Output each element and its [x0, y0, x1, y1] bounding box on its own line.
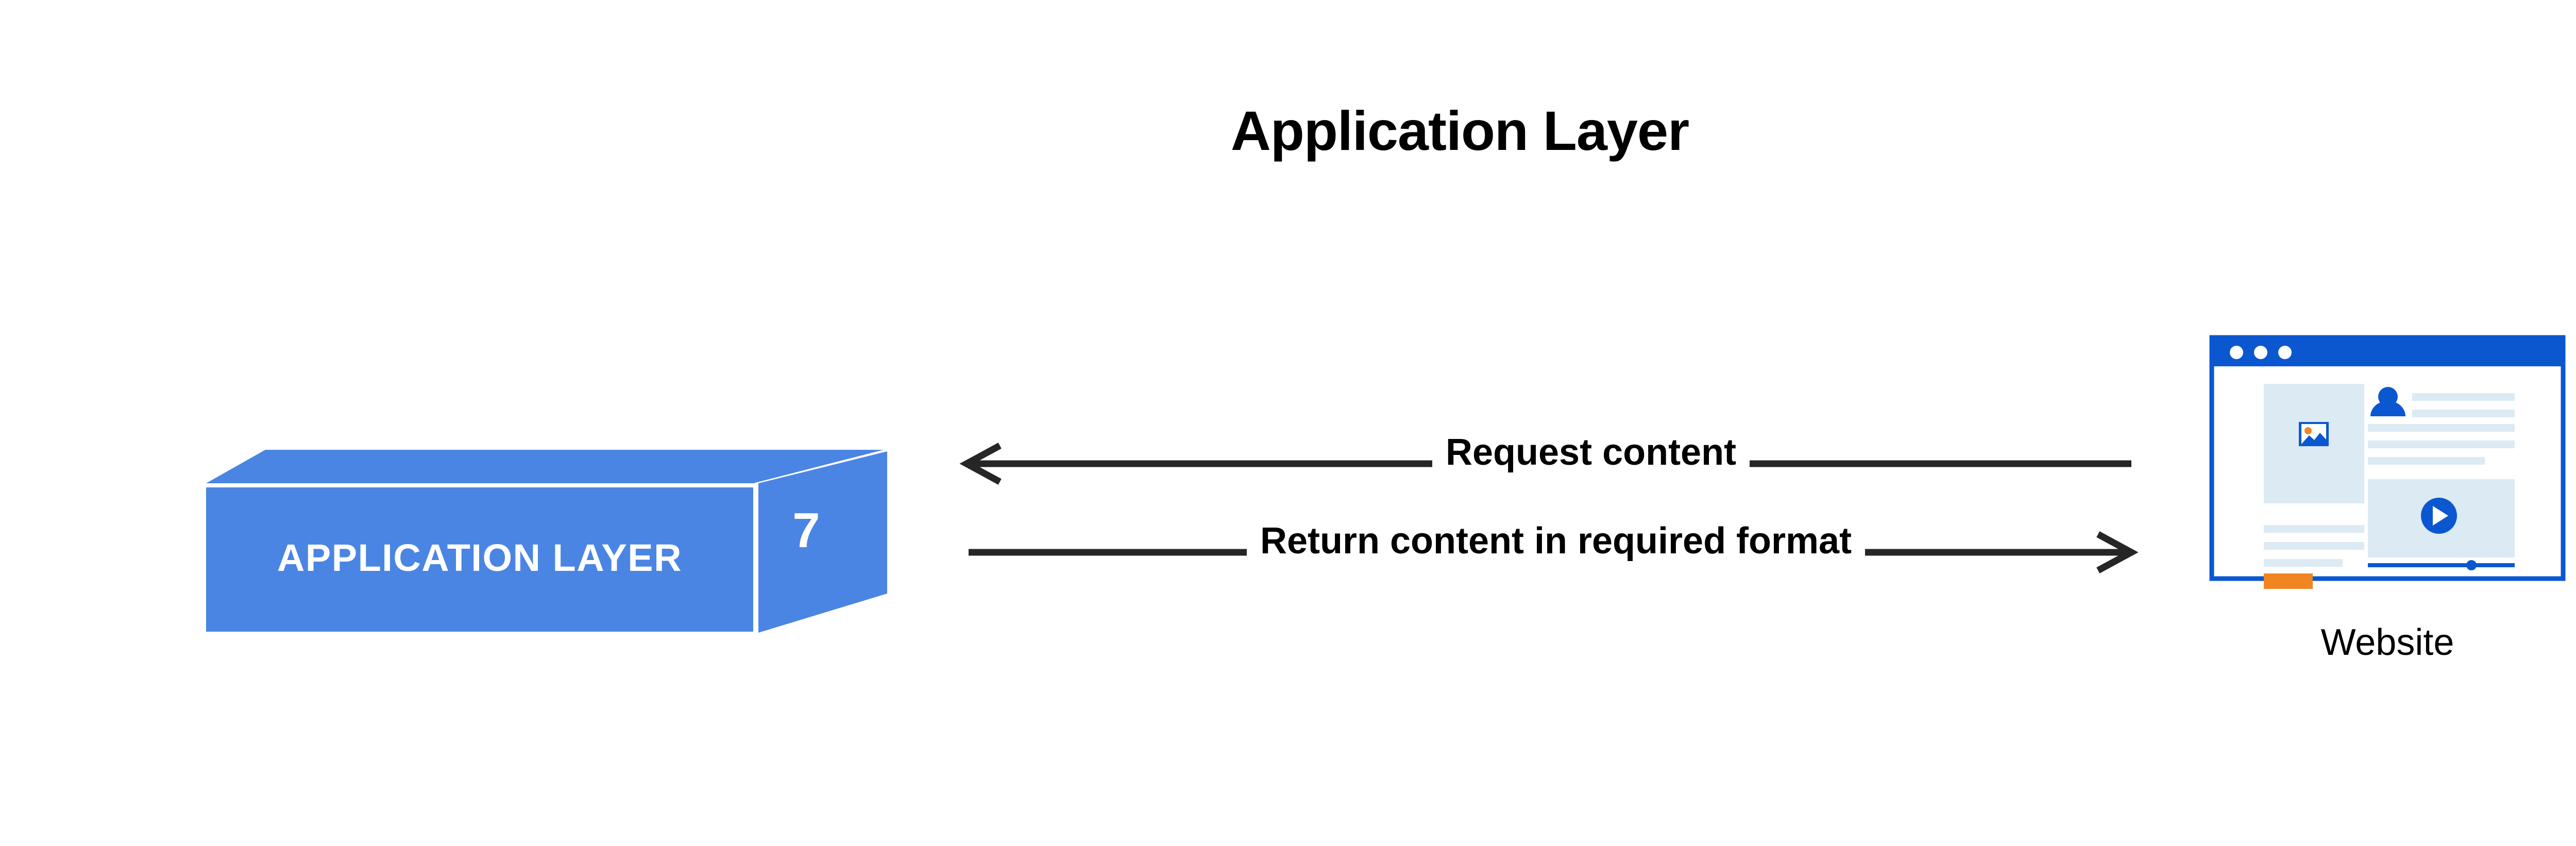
browser-titlebar [2212, 337, 2563, 366]
text-line-placeholder [2412, 393, 2515, 401]
play-icon[interactable] [2421, 498, 2457, 534]
picture-icon [2299, 422, 2329, 446]
user-avatar-icon [2370, 387, 2405, 416]
text-line-placeholder [2264, 542, 2364, 550]
browser-dot-icon[interactable] [2278, 346, 2292, 359]
text-line-placeholder [2368, 441, 2515, 448]
browser-dot-icon[interactable] [2254, 346, 2267, 359]
cube-top-face [206, 450, 884, 483]
website-browser-mockup[interactable] [2209, 335, 2566, 589]
cube-side-face [758, 451, 887, 633]
return-content-label: Return content in required format [1247, 522, 1866, 560]
cube-front-face [206, 487, 753, 632]
text-line-placeholder [2368, 424, 2515, 432]
request-arrow-head-icon [959, 443, 1002, 485]
text-line-placeholder [2412, 410, 2515, 417]
text-line-placeholder [2264, 559, 2343, 567]
application-layer-cube [206, 450, 887, 633]
layer-number-label: 7 [792, 503, 820, 558]
video-progress-handle[interactable] [2466, 560, 2477, 570]
orange-cta-button[interactable] [2264, 573, 2313, 589]
website-caption: Website [2320, 622, 2454, 663]
return-arrow-head-icon [2096, 531, 2139, 573]
request-content-label: Request content [1432, 434, 1750, 471]
browser-dot-icon[interactable] [2230, 346, 2243, 359]
application-layer-front-label: APPLICATION LAYER [277, 536, 683, 579]
text-line-placeholder [2368, 457, 2485, 465]
text-line-placeholder [2264, 525, 2364, 533]
page-title: Application Layer [1230, 99, 1689, 162]
